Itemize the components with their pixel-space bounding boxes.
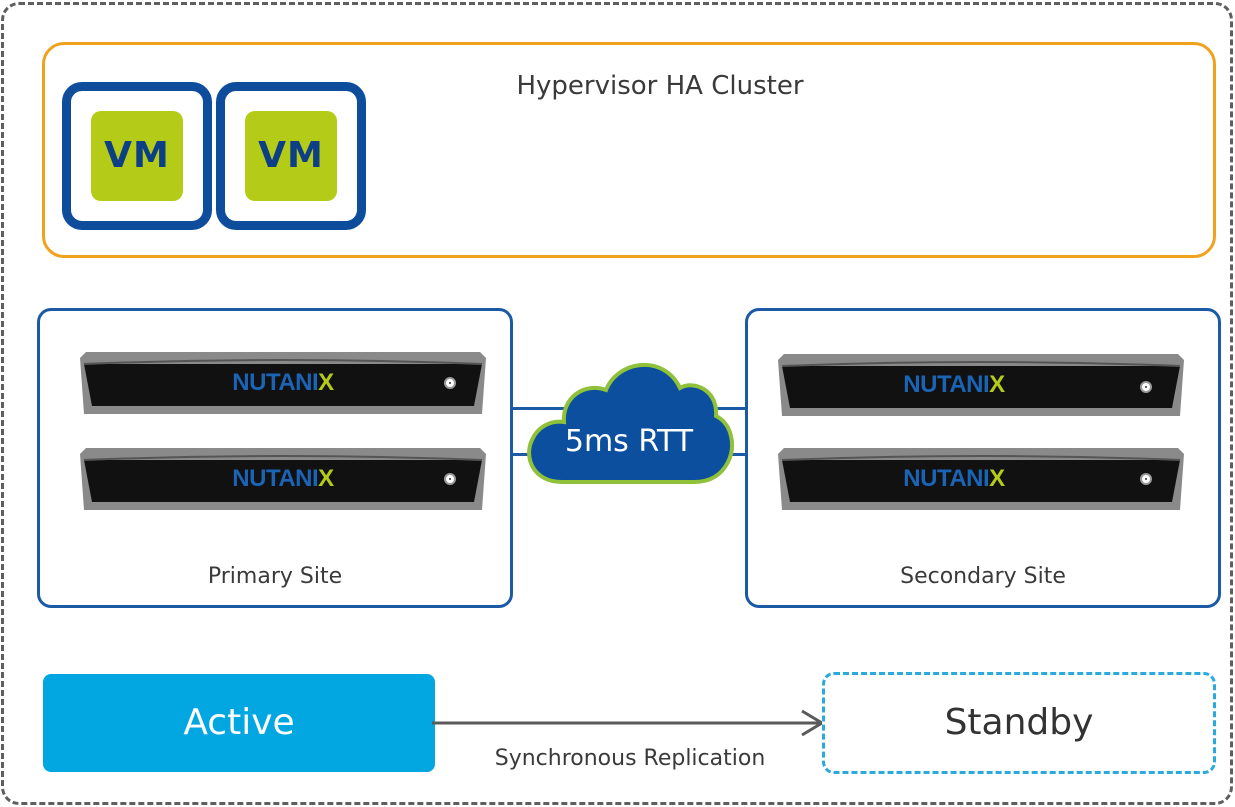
vm-label: VM [258,135,324,176]
latency-label: 5ms RTT [564,424,694,459]
ha-cluster-title: Hypervisor HA Cluster [516,71,804,101]
primary-site-label: Primary Site [207,564,343,589]
vm-frame-2: VM [216,82,366,230]
secondary-site-label: Secondary Site [900,564,1066,589]
replication-label: Synchronous Replication [494,746,766,771]
primary-server-1: NUTANIX [78,350,488,416]
nutanix-logo: NUTANIX [232,369,334,396]
power-led-icon [1140,473,1152,485]
secondary-server-1: NUTANIX [776,352,1186,418]
nutanix-logo: NUTANIX [903,371,1005,398]
active-box: Active [43,674,435,772]
vm-tile-1: VM [91,111,183,201]
server-chassis-icon [80,448,486,510]
power-led-icon [444,377,456,389]
primary-server-2: NUTANIX [78,446,488,512]
secondary-server-2: NUTANIX [776,446,1186,512]
nutanix-logo: NUTANIX [232,465,334,492]
active-label: Active [183,702,295,743]
nutanix-logo: NUTANIX [903,465,1005,492]
server-chassis-icon [778,448,1184,510]
replication-arrow-icon [432,709,825,737]
hypervisor-ha-cluster [42,42,1216,258]
standby-box: Standby [822,672,1216,774]
vm-tile-2: VM [245,111,337,201]
server-chassis-icon [80,352,486,414]
standby-label: Standby [944,702,1094,743]
power-led-icon [1140,381,1152,393]
power-led-icon [444,473,456,485]
server-chassis-icon [778,354,1184,416]
vm-label: VM [104,135,170,176]
network-cloud-icon [527,362,734,484]
vm-frame-1: VM [62,82,212,230]
